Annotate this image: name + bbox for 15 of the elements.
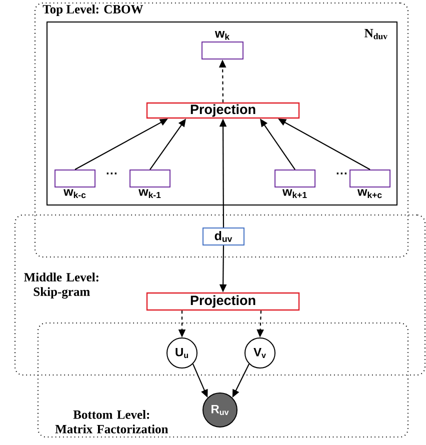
node-label: w$_{k-1}$ [138, 189, 161, 198]
projection-box: Projection [146, 292, 300, 311]
node-label: w$_{k}$ [214, 31, 230, 40]
node-label: w$_{k-c}$ [64, 189, 86, 198]
word-box: w$_{k-c}$ [54, 170, 96, 198]
document-box: d$_{uv}$ [202, 228, 244, 246]
node-label: w$_{k+c}$ [357, 189, 382, 198]
word-box: w$_{k+1}$ [274, 170, 316, 198]
ellipsis: ··· [336, 172, 346, 174]
node-label: w$_{k+1}$ [282, 189, 307, 198]
word-box: w$_{k-1}$ [130, 170, 170, 198]
projection-box: Projection [146, 102, 300, 119]
ellipsis: ··· [106, 172, 116, 174]
word-box: w$_{k}$ [202, 31, 244, 60]
word-box: w$_{k+c}$ [350, 170, 390, 198]
